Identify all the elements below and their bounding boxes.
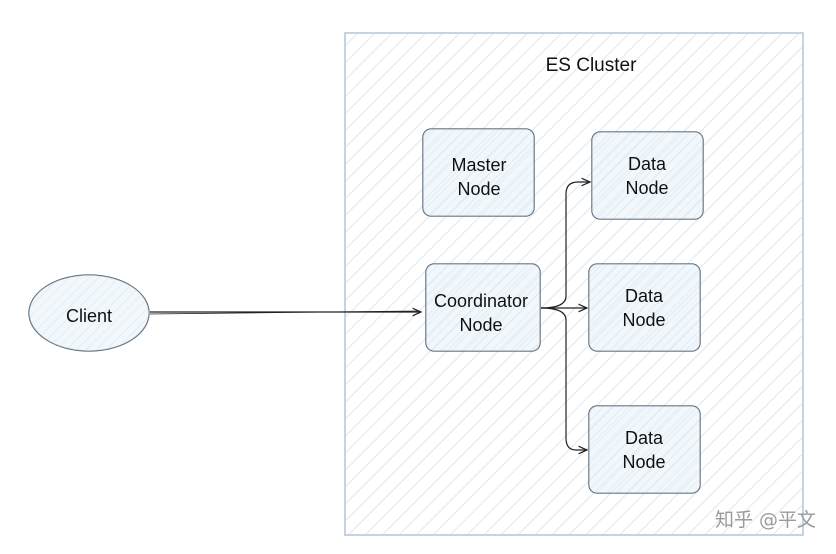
data-node-3: Data Node	[588, 405, 701, 494]
data-node-1-line1: Data	[628, 154, 667, 174]
es-cluster-container: ES Cluster	[344, 32, 804, 536]
coordinator-node-line2: Node	[459, 315, 502, 335]
edges	[149, 182, 590, 450]
coordinator-node-line1: Coordinator	[434, 291, 528, 311]
master-node-line2: Node	[457, 179, 500, 199]
coordinator-node: Coordinator Node	[425, 263, 541, 352]
data-node-3-line2: Node	[622, 452, 665, 472]
data-node-2-line2: Node	[622, 310, 665, 330]
master-node-line1: Master	[451, 155, 506, 175]
data-node-2-line1: Data	[625, 286, 664, 306]
data-node-1-line2: Node	[625, 178, 668, 198]
watermark: 知乎 @平文	[715, 509, 816, 531]
master-node: Master Node	[422, 128, 535, 217]
edge-coordinator-to-data-3	[540, 307, 587, 450]
cluster-title: ES Cluster	[546, 55, 637, 76]
data-node-1: Data Node	[591, 131, 704, 220]
data-node-2: Data Node	[588, 263, 701, 352]
edge-coordinator-to-data-1	[540, 182, 590, 309]
edge-client-to-coordinator-sketch	[149, 310, 419, 315]
client-node: Client	[28, 274, 150, 352]
client-label: Client	[66, 306, 112, 326]
data-node-3-line1: Data	[625, 428, 664, 448]
